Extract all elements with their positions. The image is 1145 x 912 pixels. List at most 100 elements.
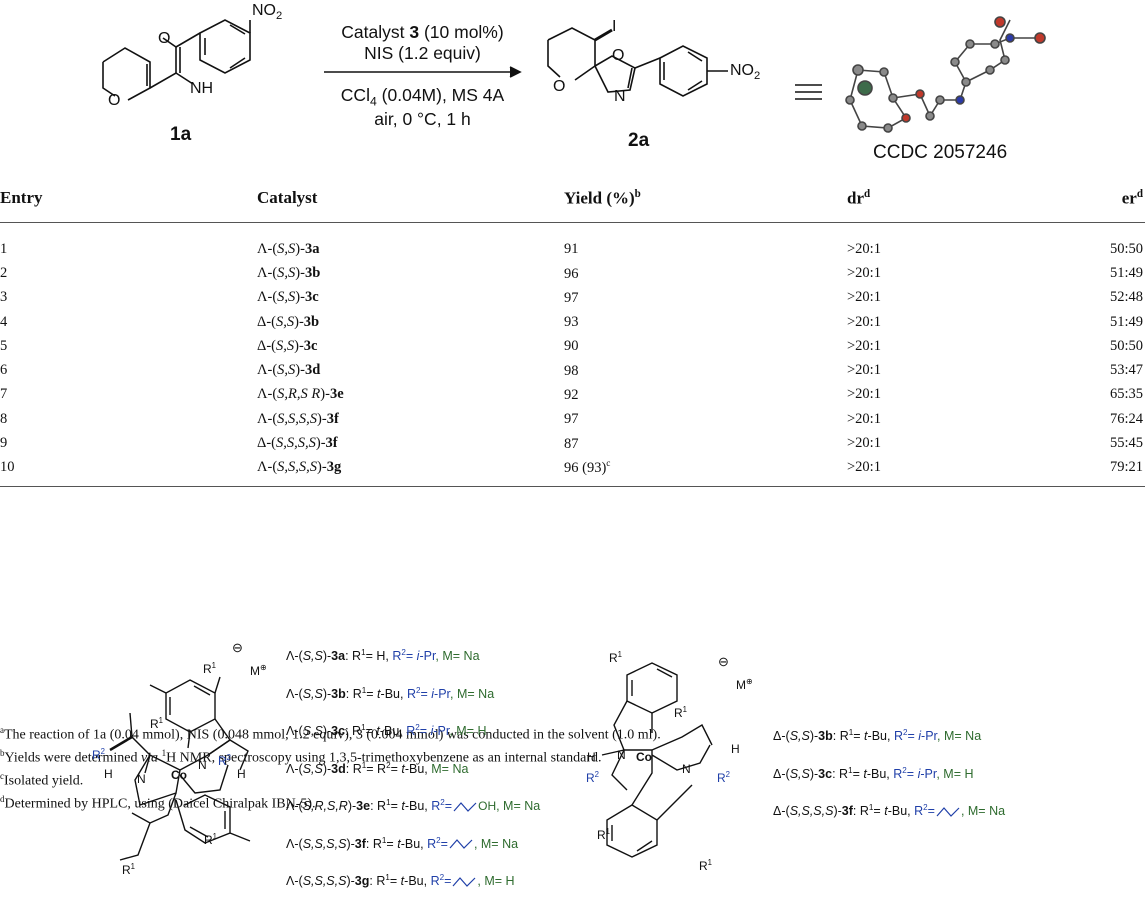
cell-er: 79:21 [1097, 455, 1145, 487]
cell-catalyst: Δ-(S,S)-3c [257, 337, 318, 354]
charge-minus-left: ⊖ [232, 640, 243, 655]
cell-er: 53:47 [1109, 362, 1143, 379]
cobalt-label-right: Co [636, 750, 652, 764]
cell-er: 50:50 [1109, 337, 1143, 354]
cell-yield: 90 [564, 338, 579, 355]
r2-label-left-a: R2 [92, 747, 106, 762]
oxazoline-n-label: N [614, 88, 626, 105]
cell-er: 65:35 [1109, 386, 1143, 403]
cell-dr: >20:1 [847, 313, 881, 330]
footnote-a: aThe reaction of 1a (0.04 mmol), NIS (0.… [0, 725, 661, 743]
cell-entry: 5 [0, 337, 8, 354]
no2-label-product: NO2 [730, 62, 761, 83]
catalyst-definition: Λ-(S,S)-3d: R1= R2= t-Bu, M= Na [286, 760, 469, 776]
cell-entry: 6 [0, 362, 8, 379]
ring-o-label-reactant: O [108, 92, 121, 109]
cell-er: 52:48 [1109, 289, 1143, 306]
cell-catalyst: Λ-(S,S,S,S)-3f [257, 410, 339, 427]
cell-dr: >20:1 [847, 289, 881, 306]
cell-yield: 96 [564, 265, 579, 282]
catalyst-definition: Λ-(S,S)-3c: R1= t-Bu, R2= i-Pr, M= H [286, 723, 487, 739]
cell-yield: 97 [564, 289, 579, 306]
r2-label-right-a: R2 [586, 770, 600, 785]
cell-entry: 4 [0, 313, 8, 330]
r2-substituent-sketch [936, 806, 960, 817]
cell-yield: 91 [564, 241, 579, 258]
r1-label-bottom-left: R1 [122, 862, 136, 877]
no2-label-reactant: NO2 [252, 2, 283, 23]
cell-dr: >20:1 [847, 362, 881, 379]
r1-label-right-top: R1 [609, 650, 623, 665]
r2-label-right-b: R2 [717, 770, 731, 785]
table-row: 5 Δ-(S,S)-3c 90 >20:1 50:50 [0, 334, 1145, 358]
cell-dr: >20:1 [847, 240, 881, 257]
amide-o-label: O [158, 30, 171, 47]
cell-er: 50:50 [1109, 240, 1143, 257]
cell-entry: 9 [0, 435, 8, 452]
r1-label-right-bottom: R1 [699, 858, 713, 873]
h-label-left-a: H [104, 767, 113, 781]
n-label-right-b: N [682, 762, 691, 776]
cell-dr: >20:1 [847, 410, 881, 427]
reactant-ring [102, 47, 151, 101]
crystal-structure [845, 16, 1046, 133]
cell-entry: 7 [0, 386, 8, 403]
conditions-above-arrow: Catalyst 3 (10 mol%) NIS (1.2 equiv) [341, 22, 504, 63]
m-label-left: M⊕ [250, 663, 267, 678]
lambda-complex-structure [109, 676, 251, 861]
cell-er: 51:49 [1109, 313, 1143, 330]
n-label-left-a: N [137, 772, 146, 786]
header-entry: Entry [0, 180, 257, 223]
table-row: 4 Δ-(S,S)-3b 93 >20:1 51:49 [0, 310, 1145, 334]
iodine-label: I [612, 18, 617, 35]
cell-entry: 3 [0, 289, 8, 306]
oxazoline-o-label: O [612, 47, 625, 64]
catalyst-definition: Λ-(S,S)-3a: R1= H, R2= i-Pr, M= Na [286, 648, 480, 664]
n-label-right-a: N [617, 748, 626, 762]
table-row: 3 Λ-(S,S)-3c 97 >20:1 52:48 [0, 286, 1145, 310]
scheme-structures [102, 16, 1046, 133]
footnote-d: dDetermined by HPLC, using (Daicel Chira… [0, 794, 316, 812]
cell-dr: >20:1 [847, 435, 881, 452]
n-label-left-b: N [198, 758, 207, 772]
cell-yield: 98 [564, 362, 579, 379]
reaction-scheme: NO2 O NH O I O N O NO2 Catalyst 3 (10 mo… [0, 0, 1145, 178]
cell-catalyst: Λ-(S,S)-3a [257, 240, 320, 257]
r2-substituent-sketch [449, 839, 473, 850]
cell-dr: >20:1 [847, 337, 881, 354]
cell-catalyst: Λ-(S,S)-3c [257, 289, 319, 306]
footnote-c: cIsolated yield. [0, 771, 84, 789]
r1-label-right-bottom-left: R1 [597, 827, 611, 842]
header-catalyst: Catalyst [257, 180, 564, 223]
cell-er: 76:24 [1109, 410, 1143, 427]
r2-label-left-b: R2 [218, 753, 232, 768]
ccdc-label: CCDC 2057246 [873, 142, 1008, 163]
catalyst-definition: Λ-(S,S)-3b: R1= t-Bu, R2= i-Pr, M= Na [286, 685, 495, 701]
cell-dr: >20:1 [847, 455, 1097, 487]
footnote-b: bYields were determined via 1H NMR, spec… [0, 748, 602, 766]
reactant-label: 1a [170, 124, 192, 145]
cell-yield: 93 [564, 313, 579, 330]
cell-entry: 10 [0, 455, 257, 487]
table-header-row: Entry Catalyst Yield (%)b drd erd [0, 180, 1145, 223]
nh-label: NH [190, 80, 214, 97]
cell-yield: 97 [564, 411, 579, 428]
catalyst-definition: Δ-(S,S)-3b: R1= t-Bu, R2= i-Pr, M= Na [773, 728, 982, 744]
r2-substituent-sketch [453, 801, 477, 812]
header-yield: Yield (%)b [564, 180, 847, 223]
catalyst-definition: Λ-(S,S,S,S)-3f: R1= t-Bu, R2=, M= Na [286, 835, 519, 851]
catalyst-definition: Λ-(S,R,S,R)-3e: R1= t-Bu, R2=OH, M= Na [286, 798, 541, 814]
r2-substituent-sketch [452, 876, 476, 887]
conditions-below-arrow: CCl4 (0.04M), MS 4A air, 0 °C, 1 h [340, 85, 505, 129]
cell-dr: >20:1 [847, 264, 881, 281]
cell-catalyst: Λ-(S,R,S R)-3e [257, 386, 344, 403]
ring-o-label-product: O [553, 78, 566, 95]
cell-catalyst: Δ-(S,S)-3b [257, 313, 320, 330]
